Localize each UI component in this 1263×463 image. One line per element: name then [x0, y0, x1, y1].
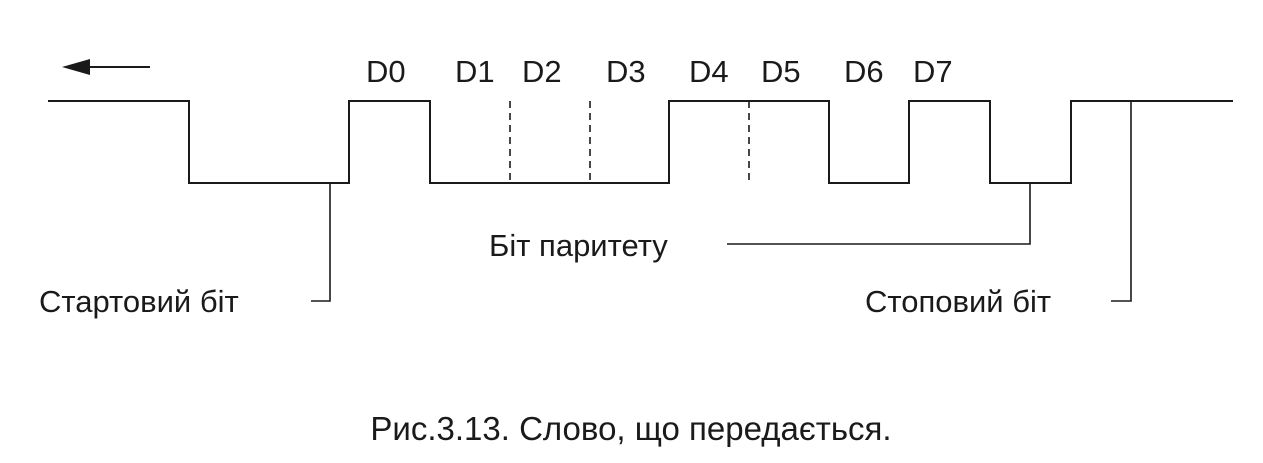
bit-label-d0: D0	[366, 54, 406, 89]
left-arrow-icon	[62, 59, 150, 75]
stop-bit-label: Стоповий біт	[865, 284, 1051, 319]
start-bit-label: Стартовий біт	[39, 284, 239, 319]
bit-label-d4: D4	[689, 54, 729, 89]
bit-label-d7: D7	[913, 54, 953, 89]
figure-caption: Рис.3.13. Слово, що передається.	[370, 410, 891, 447]
bit-label-d3: D3	[606, 54, 646, 89]
stop-bit-leader	[1111, 101, 1132, 302]
bit-label-d1: D1	[455, 54, 495, 89]
parity-bit-leader	[727, 183, 1031, 245]
parity-bit-label: Біт паритету	[489, 228, 668, 263]
start-bit-leader	[311, 183, 331, 302]
bit-label-d6: D6	[844, 54, 884, 89]
bit-label-d2: D2	[522, 54, 562, 89]
bit-label-d5: D5	[761, 54, 801, 89]
signal-waveform	[48, 100, 1233, 184]
